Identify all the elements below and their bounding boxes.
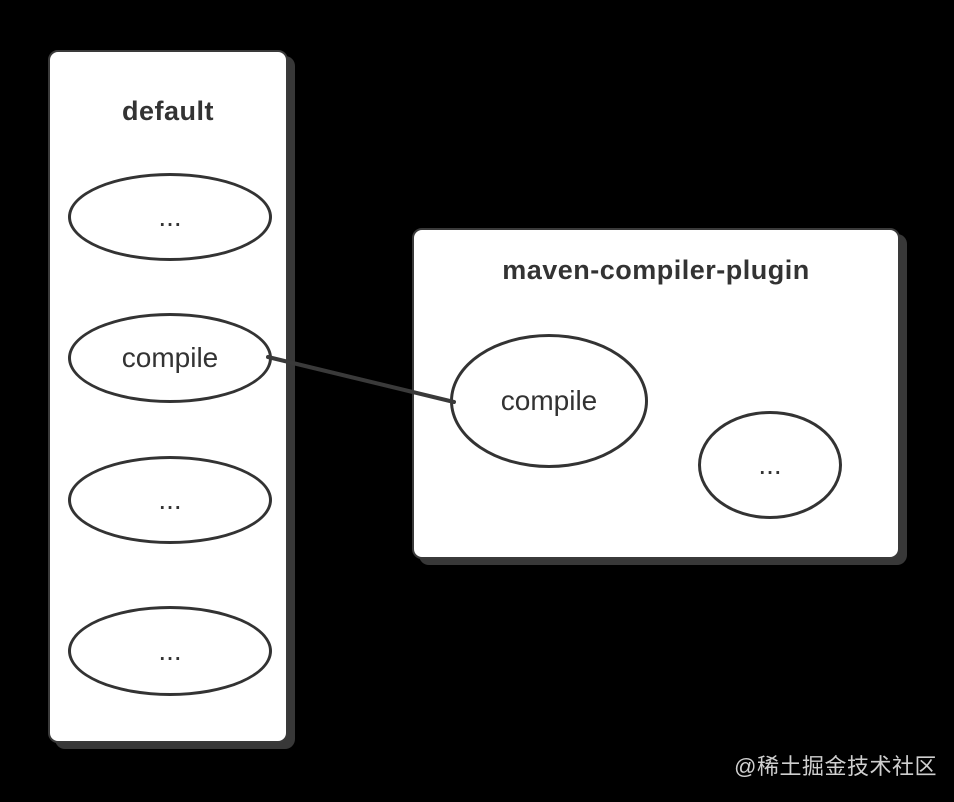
plugin-box-title: maven-compiler-plugin	[502, 255, 810, 285]
lifecycle-phase-node-ellipsis-3: ...	[68, 606, 272, 696]
plugin-goal-node-ellipsis: ...	[698, 411, 842, 519]
plugin-box-maven-compiler-plugin: maven-compiler-plugin compile ...	[412, 228, 900, 559]
node-label: ...	[758, 449, 782, 480]
lifecycle-box-title: default	[121, 96, 214, 126]
lifecycle-phase-node-ellipsis-2: ...	[68, 456, 272, 544]
lifecycle-phase-node-ellipsis-1: ...	[68, 173, 272, 261]
node-label: ...	[158, 635, 182, 666]
node-label: ...	[158, 484, 182, 515]
node-label: compile	[121, 342, 219, 373]
plugin-goal-node-compile: compile	[450, 334, 648, 468]
lifecycle-phase-node-compile: compile	[68, 313, 272, 403]
node-label: compile	[500, 385, 598, 416]
node-label: ...	[158, 201, 182, 232]
lifecycle-box-default: default ... compile ... ...	[48, 50, 288, 743]
watermark-text: @稀土掘金技术社区	[734, 754, 937, 779]
